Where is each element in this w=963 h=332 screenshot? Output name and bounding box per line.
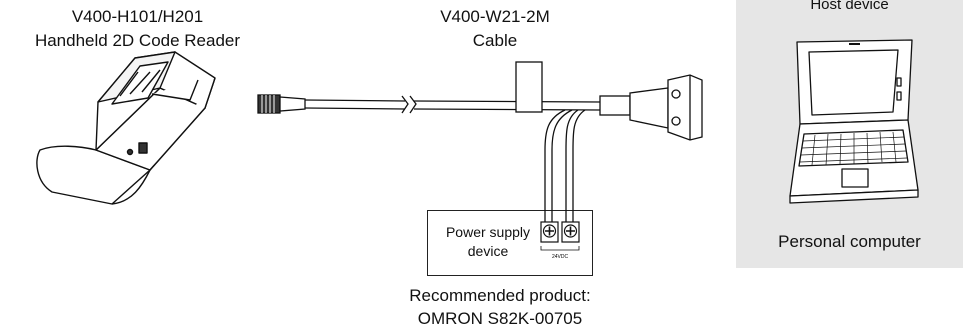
recommended-model-label: OMRON S82K-00705 <box>417 309 583 328</box>
host-device-title: Host device <box>810 0 889 13</box>
reader-button <box>138 142 148 154</box>
reader-name-label: Handheld 2D Code Reader <box>34 31 241 50</box>
recommended-product-label: Recommended product: <box>409 286 591 305</box>
laptop-illustration <box>789 39 919 204</box>
personal-computer-label: Personal computer <box>778 232 921 251</box>
power-supply-label-line1: Power supply <box>445 224 531 240</box>
power-supply-device: Power supply device <box>427 210 593 276</box>
terminal-voltage-label: 24VDC <box>552 254 569 260</box>
reader-connector <box>257 94 281 114</box>
code-reader-illustration <box>36 51 216 205</box>
cable-illustration <box>257 61 703 222</box>
cable-name-label: Cable <box>472 31 518 50</box>
reader-model-label: V400-H101/H201 <box>71 7 204 26</box>
power-supply-label: Power supply device <box>436 223 540 261</box>
power-supply-label-line2: device <box>467 243 509 259</box>
cable-model-label: V400-W21-2M <box>440 7 550 26</box>
power-supply-terminals <box>540 221 580 251</box>
